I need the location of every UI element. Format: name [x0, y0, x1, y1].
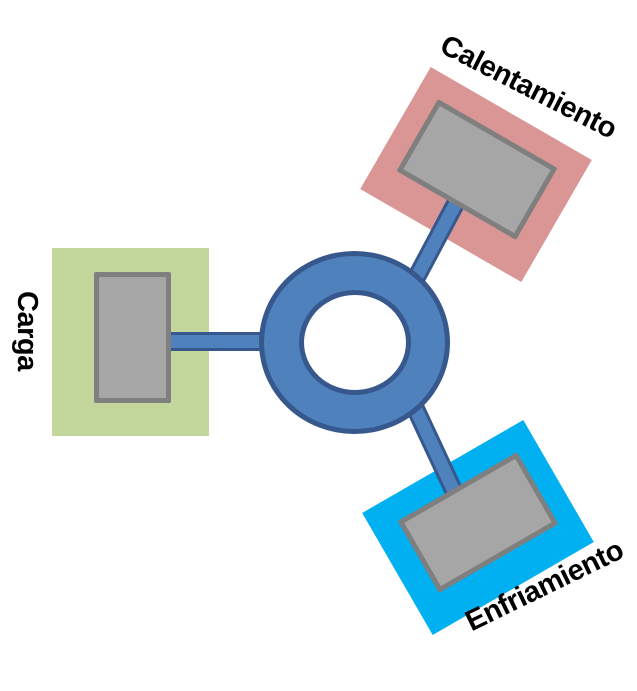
- machine-block-carga: [94, 272, 171, 403]
- rotary-hub-ring: [259, 251, 450, 434]
- ring-hole: [298, 290, 411, 395]
- station-label-carga: Carga: [10, 291, 43, 371]
